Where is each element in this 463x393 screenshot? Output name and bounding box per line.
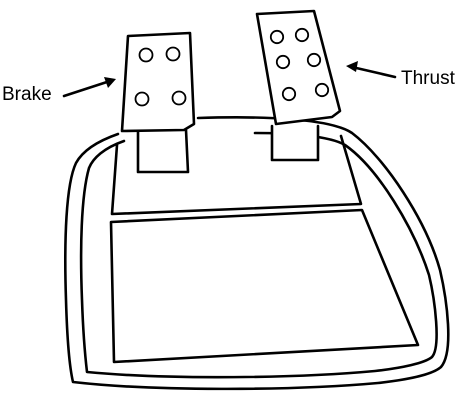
thrust-pedal-post	[270, 124, 320, 162]
base-outer-shell	[64, 116, 450, 391]
circle-icon	[275, 54, 291, 70]
circle-icon	[134, 91, 150, 107]
thrust-pedal-holes	[269, 27, 330, 102]
thrust-arrow-line	[350, 65, 397, 79]
thrust-pedal-plate	[255, 9, 342, 126]
circle-icon	[281, 86, 297, 102]
base-inner-rim	[79, 131, 438, 379]
upper-platform	[110, 134, 363, 216]
brake-arrowhead	[104, 77, 116, 88]
circle-icon	[314, 82, 330, 98]
brake-label: Brake	[2, 84, 52, 105]
lower-tray	[109, 208, 420, 364]
brake-pedal-holes	[134, 46, 187, 107]
circle-icon	[306, 52, 322, 68]
circle-icon	[171, 90, 187, 106]
thrust-label: Thrust	[401, 68, 455, 89]
circle-icon	[269, 29, 285, 45]
circle-icon	[138, 47, 154, 63]
thrust-arrowhead	[346, 61, 358, 72]
circle-icon	[294, 27, 310, 43]
brake-arrow-line	[62, 79, 112, 98]
brake-pedal-plate	[120, 31, 196, 133]
circle-icon	[165, 46, 181, 62]
brake-pedal-post	[136, 128, 190, 174]
